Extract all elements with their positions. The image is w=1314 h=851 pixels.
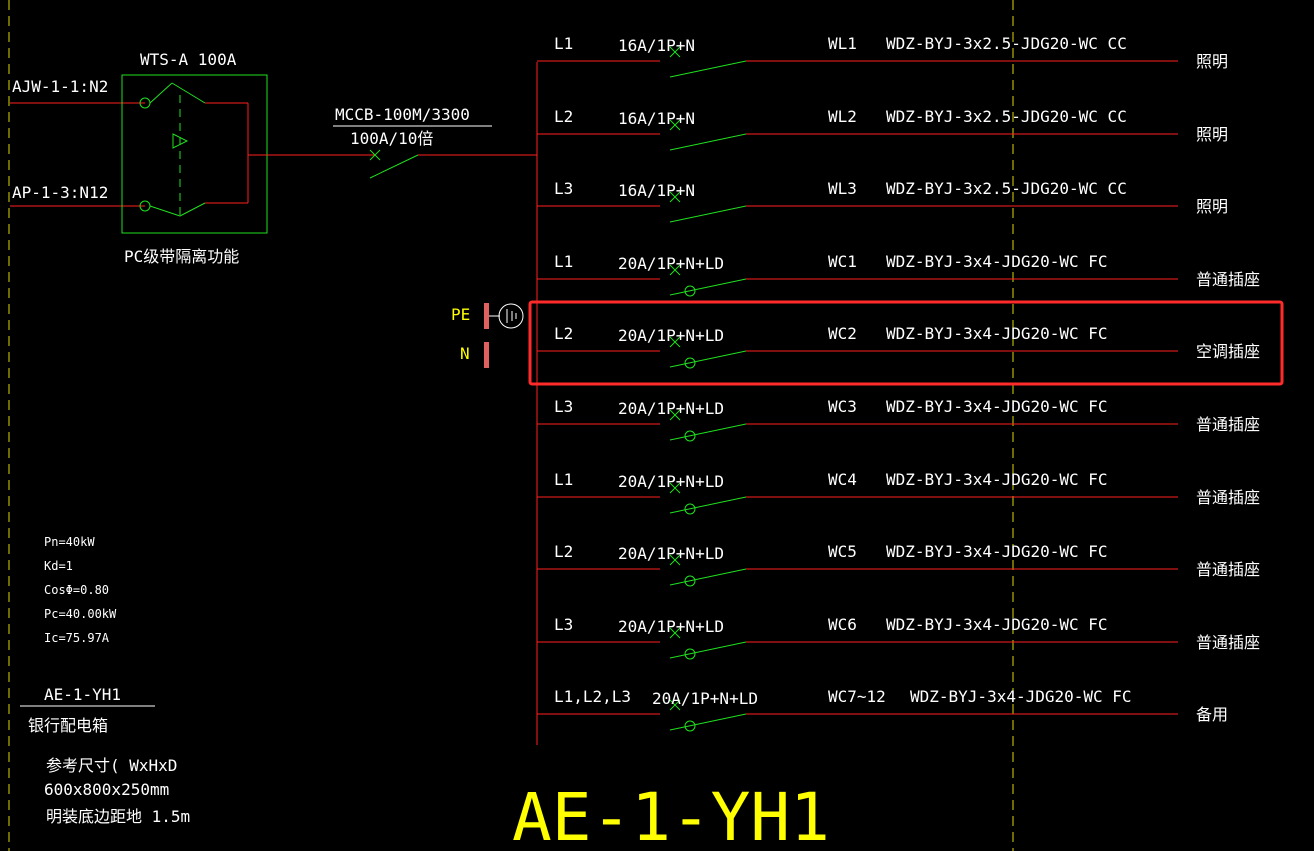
circuit-breaker-rating: 20A/1P+N+LD — [618, 617, 724, 636]
circuit-cable: WDZ-BYJ-3x2.5-JDG20-WC CC — [886, 179, 1127, 198]
param-pc: Pc=40.00kW — [44, 607, 117, 621]
highlight-box — [528, 300, 1284, 386]
panel-size-label: 参考尺寸( WxHxD — [46, 756, 177, 775]
main-breaker-rating: 100A/10倍 — [350, 129, 433, 148]
source-2-label: AP-1-3:N12 — [12, 183, 108, 202]
circuit-id: WC5 — [828, 542, 857, 561]
circuit-use: 普通插座 — [1196, 633, 1260, 652]
circuit-breaker-rating: 20A/1P+N+LD — [652, 689, 758, 708]
circuit-id: WL3 — [828, 179, 857, 198]
circuit-cable: WDZ-BYJ-3x4-JDG20-WC FC — [886, 397, 1108, 416]
source-1-label: AJW-1-1:N2 — [12, 77, 108, 96]
circuit-use: 普通插座 — [1196, 488, 1260, 507]
circuit-cable: WDZ-BYJ-3x4-JDG20-WC FC — [886, 252, 1108, 271]
circuit-breaker-symbol — [669, 191, 747, 223]
circuit-id: WC4 — [828, 470, 857, 489]
ats-switch — [121, 74, 268, 234]
circuit-row-6: L1 20A/1P+N+LD WC4 WDZ-BYJ-3x4-JDG20-WC FC 普… — [537, 470, 1260, 515]
panel-mount-label: 明装底边距地 1.5m — [46, 807, 190, 826]
param-kd: Kd=1 — [44, 559, 73, 573]
circuit-use: 照明 — [1196, 197, 1228, 216]
circuit-cable: WDZ-BYJ-3x2.5-JDG20-WC CC — [886, 34, 1127, 53]
param-cos: CosΦ=0.80 — [44, 583, 109, 597]
circuit-breaker-symbol — [669, 699, 747, 732]
circuit-phase: L2 — [554, 107, 573, 126]
circuit-use: 普通插座 — [1196, 270, 1260, 289]
circuit-breaker-rating: 20A/1P+N+LD — [618, 544, 724, 563]
panel-name: 银行配电箱 — [28, 716, 108, 735]
circuit-phase: L3 — [554, 397, 573, 416]
circuit-use: 普通插座 — [1196, 415, 1260, 434]
circuit-breaker-symbol — [669, 264, 747, 297]
circuit-breaker-rating: 20A/1P+N+LD — [618, 254, 724, 273]
circuit-row-1: L2 16A/1P+N WL2 WDZ-BYJ-3x2.5-JDG20-WC CC 照明 — [537, 107, 1228, 151]
circuit-phase: L1 — [554, 252, 573, 271]
circuit-row-9: L1,L2,L3 20A/1P+N+LD WC7~12 WDZ-BYJ-3x4-JDG… — [537, 687, 1228, 732]
circuit-phase: L2 — [554, 542, 573, 561]
circuit-phase: L2 — [554, 324, 573, 343]
circuit-breaker-rating: 20A/1P+N+LD — [618, 326, 724, 345]
circuit-phase: L1 — [554, 470, 573, 489]
circuit-breaker-symbol — [669, 409, 747, 442]
circuit-cable: WDZ-BYJ-3x4-JDG20-WC FC — [886, 542, 1108, 561]
circuit-cable: WDZ-BYJ-3x4-JDG20-WC FC — [910, 687, 1132, 706]
circuit-breaker-rating: 20A/1P+N+LD — [618, 399, 724, 418]
circuit-cable: WDZ-BYJ-3x4-JDG20-WC FC — [886, 324, 1108, 343]
circuit-row-8: L3 20A/1P+N+LD WC6 WDZ-BYJ-3x4-JDG20-WC FC 普… — [537, 615, 1260, 660]
circuit-row-2: L3 16A/1P+N WL3 WDZ-BYJ-3x2.5-JDG20-WC CC 照明 — [537, 179, 1228, 223]
circuit-breaker-symbol — [669, 627, 747, 660]
circuit-id: WC1 — [828, 252, 857, 271]
circuit-breaker-rating: 20A/1P+N+LD — [618, 472, 724, 491]
panel-size-value: 600x800x250mm — [44, 780, 169, 799]
ground-symbol — [489, 303, 524, 329]
pe-terminal — [484, 303, 489, 329]
pe-label: PE — [451, 305, 470, 324]
main-breaker-model: MCCB-100M/3300 — [335, 105, 470, 124]
circuit-row-5: L3 20A/1P+N+LD WC3 WDZ-BYJ-3x4-JDG20-WC FC 普… — [537, 397, 1260, 442]
circuit-phase: L3 — [554, 615, 573, 634]
circuit-breaker-symbol — [669, 554, 747, 587]
circuit-id: WC6 — [828, 615, 857, 634]
circuit-breaker-rating: 16A/1P+N — [618, 36, 695, 55]
circuit-id: WC7~12 — [828, 687, 886, 706]
ats-title: WTS-A 100A — [140, 50, 237, 69]
circuit-use: 照明 — [1196, 52, 1228, 71]
circuit-phase: L1 — [554, 34, 573, 53]
circuit-cable: WDZ-BYJ-3x4-JDG20-WC FC — [886, 615, 1108, 634]
circuit-phase: L1,L2,L3 — [554, 687, 631, 706]
circuit-breaker-symbol — [669, 46, 747, 78]
circuit-id: WL2 — [828, 107, 857, 126]
circuit-use: 空调插座 — [1196, 342, 1260, 361]
circuit-row-3: L1 20A/1P+N+LD WC1 WDZ-BYJ-3x4-JDG20-WC FC 普… — [537, 252, 1260, 297]
circuit-breaker-rating: 16A/1P+N — [618, 181, 695, 200]
circuit-id: WC2 — [828, 324, 857, 343]
ats-note: PC级带隔离功能 — [124, 247, 239, 266]
n-terminal — [484, 342, 489, 368]
circuit-id: WC3 — [828, 397, 857, 416]
circuit-id: WL1 — [828, 34, 857, 53]
circuit-use: 照明 — [1196, 125, 1228, 144]
circuit-cable: WDZ-BYJ-3x2.5-JDG20-WC CC — [886, 107, 1127, 126]
param-ic: Ic=75.97A — [44, 631, 110, 645]
circuit-phase: L3 — [554, 179, 573, 198]
circuit-row-4: L2 20A/1P+N+LD WC2 WDZ-BYJ-3x4-JDG20-WC FC 空… — [537, 324, 1260, 369]
param-pn: Pn=40kW — [44, 535, 95, 549]
main-breaker — [369, 149, 419, 179]
circuit-row-7: L2 20A/1P+N+LD WC5 WDZ-BYJ-3x4-JDG20-WC FC 普… — [537, 542, 1260, 587]
circuit-breaker-symbol — [669, 119, 747, 151]
circuit-use: 备用 — [1196, 705, 1228, 724]
panel-big-title: AE-1-YH1 — [512, 779, 830, 851]
circuit-use: 普通插座 — [1196, 560, 1260, 579]
circuit-cable: WDZ-BYJ-3x4-JDG20-WC FC — [886, 470, 1108, 489]
circuit-breaker-symbol — [669, 482, 747, 515]
n-label: N — [460, 344, 470, 363]
circuit-breaker-symbol — [669, 336, 747, 369]
panel-id-title: AE-1-YH1 — [44, 685, 121, 704]
circuit-row-0: L1 16A/1P+N WL1 WDZ-BYJ-3x2.5-JDG20-WC CC 照明 — [537, 34, 1228, 78]
circuit-breaker-rating: 16A/1P+N — [618, 109, 695, 128]
